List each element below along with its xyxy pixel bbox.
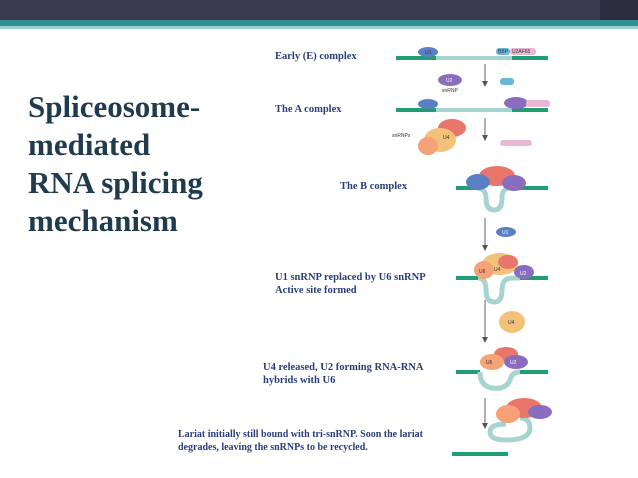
u1-label: U1 bbox=[502, 230, 509, 236]
exon-bar bbox=[456, 370, 480, 374]
exon-bar bbox=[396, 108, 436, 112]
caption-line: degrades, leaving the snRNPs to be recyc… bbox=[178, 442, 368, 453]
label-b-complex: The B complex bbox=[340, 181, 408, 192]
u6-snrnp bbox=[496, 405, 520, 423]
u2af-protein bbox=[510, 48, 536, 55]
tri-snrnp: snRNPs U4 bbox=[392, 119, 532, 155]
u1-label: U1 bbox=[425, 50, 432, 56]
u6-snrnp bbox=[418, 137, 438, 155]
u4-label: U4 bbox=[508, 320, 515, 326]
u2-snrnp bbox=[504, 355, 528, 369]
lariat-complex bbox=[487, 398, 552, 443]
slide-title: Spliceosome- mediated RNA splicing mecha… bbox=[28, 88, 258, 240]
slide-title-line: mediated bbox=[28, 127, 151, 162]
u4-label: U4 bbox=[443, 135, 450, 141]
exon-bar bbox=[520, 276, 548, 280]
slide-title-line: RNA splicing bbox=[28, 165, 203, 200]
u4-label: U4 bbox=[494, 267, 501, 273]
u6-label: U6 bbox=[486, 360, 493, 366]
u2-snrnp bbox=[504, 97, 528, 109]
u2-snrnp bbox=[514, 265, 534, 279]
intron-bar bbox=[436, 56, 512, 60]
caption: Lariat initially still bound with tri-sn… bbox=[178, 428, 468, 454]
exon-bar bbox=[396, 56, 436, 60]
u2af-protein bbox=[526, 100, 550, 107]
exon-bar bbox=[512, 108, 548, 112]
a-complex-rna bbox=[396, 97, 550, 112]
snrnps-label: snRNPs bbox=[392, 133, 411, 139]
exon-bar bbox=[520, 186, 548, 190]
caption-line: Lariat initially still bound with tri-sn… bbox=[178, 429, 423, 440]
label-u1-replaced: U1 snRNP replaced by U6 snRNP bbox=[275, 272, 426, 283]
u2-snrnp bbox=[438, 74, 462, 86]
snrnp-label: snRNP bbox=[442, 88, 459, 94]
u1-snrnp bbox=[418, 47, 438, 57]
u6-snrnp bbox=[480, 354, 504, 370]
label-early-complex: Early (E) complex bbox=[275, 51, 357, 62]
u6-snrnp bbox=[474, 261, 494, 279]
slide-title-line: mechanism bbox=[28, 203, 178, 238]
u2-snrnp bbox=[528, 405, 552, 419]
intron-loop bbox=[475, 185, 520, 213]
header-bar bbox=[0, 0, 638, 20]
early-complex-rna: U1 BBP U2AF65 bbox=[396, 47, 548, 60]
u1-snrnp bbox=[466, 174, 490, 190]
u2-label: U2 bbox=[510, 360, 517, 366]
intron-loop bbox=[477, 275, 520, 305]
u2-label: U2 bbox=[520, 271, 527, 277]
header-band-light bbox=[0, 26, 638, 29]
label-u2-hybrids: hybrids with U6 bbox=[263, 375, 336, 386]
spliced-mrna bbox=[452, 452, 508, 456]
header-band bbox=[0, 20, 638, 26]
bbp-label: BBP bbox=[498, 49, 509, 55]
b-complex bbox=[456, 166, 548, 213]
u2-joining: U2 snRNP bbox=[438, 74, 514, 94]
bbp-protein bbox=[496, 48, 510, 55]
u2-u6-complex: U6 U2 bbox=[456, 347, 548, 391]
exon-bar bbox=[456, 186, 476, 190]
active-site-complex: U6 U4 U2 bbox=[456, 253, 548, 305]
slide-title-line: Spliceosome- bbox=[28, 89, 201, 124]
u4-released bbox=[499, 311, 525, 333]
bbp-released bbox=[500, 78, 514, 85]
label-u4-released: U4 released, U2 forming RNA-RNA bbox=[263, 362, 424, 373]
label-a-complex: The A complex bbox=[275, 104, 342, 115]
exon-bar bbox=[512, 56, 548, 60]
intron-loop bbox=[477, 369, 521, 391]
u1-released bbox=[496, 227, 516, 237]
lariat-loop bbox=[487, 415, 533, 443]
exon-bar bbox=[452, 452, 508, 456]
u2-label: U2 bbox=[446, 78, 453, 84]
u2-snrnp bbox=[502, 175, 526, 191]
u1-snrnp bbox=[418, 99, 438, 109]
header-bar-accent bbox=[600, 0, 638, 20]
u2af-label: U2AF65 bbox=[512, 49, 531, 55]
u6-label: U6 bbox=[479, 269, 486, 275]
intron-bar bbox=[436, 108, 512, 112]
label-active-site: Active site formed bbox=[275, 285, 357, 296]
u5-snrnp bbox=[498, 255, 518, 269]
u2af-released bbox=[500, 140, 532, 146]
exon-bar bbox=[456, 276, 478, 280]
exon-bar bbox=[520, 370, 548, 374]
